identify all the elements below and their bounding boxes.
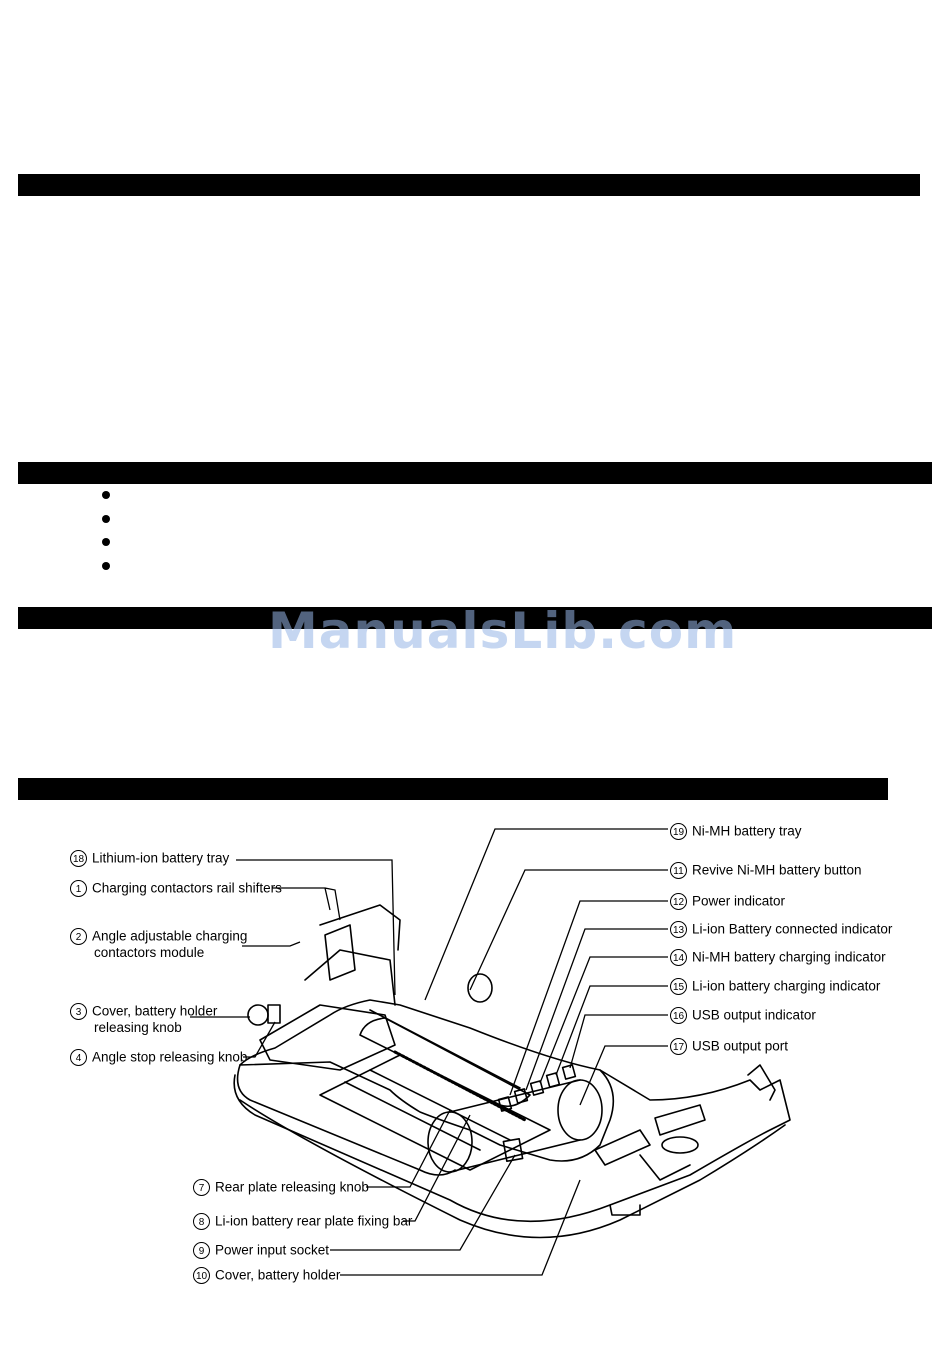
bullet-1 bbox=[102, 491, 110, 499]
callout-number: 2 bbox=[70, 928, 87, 945]
charger-device-diagram bbox=[190, 828, 791, 1276]
callout-number: 8 bbox=[193, 1213, 210, 1230]
callout-number: 17 bbox=[670, 1038, 687, 1055]
callout-number: 7 bbox=[193, 1179, 210, 1196]
section-bar-4 bbox=[18, 778, 888, 800]
section-bar-1 bbox=[18, 174, 920, 196]
callout-number: 16 bbox=[670, 1007, 687, 1024]
callout-number: 3 bbox=[70, 1003, 87, 1020]
callout-number: 18 bbox=[70, 850, 87, 867]
callout-number: 9 bbox=[193, 1242, 210, 1259]
bullet-2 bbox=[102, 515, 110, 523]
callout-number: 13 bbox=[670, 921, 687, 938]
callout-number: 12 bbox=[670, 893, 687, 910]
watermark: ManualsLib.com bbox=[268, 602, 738, 660]
callout-number: 11 bbox=[670, 862, 687, 879]
bullet-3 bbox=[102, 538, 110, 546]
callout-number: 1 bbox=[70, 880, 87, 897]
section-bar-3 bbox=[18, 607, 932, 629]
callout-number: 4 bbox=[70, 1049, 87, 1066]
callout-number: 19 bbox=[670, 823, 687, 840]
callout-number: 15 bbox=[670, 978, 687, 995]
section-bar-2 bbox=[18, 462, 932, 484]
callout-number: 10 bbox=[193, 1267, 210, 1284]
bullet-4 bbox=[102, 562, 110, 570]
callout-number: 14 bbox=[670, 949, 687, 966]
